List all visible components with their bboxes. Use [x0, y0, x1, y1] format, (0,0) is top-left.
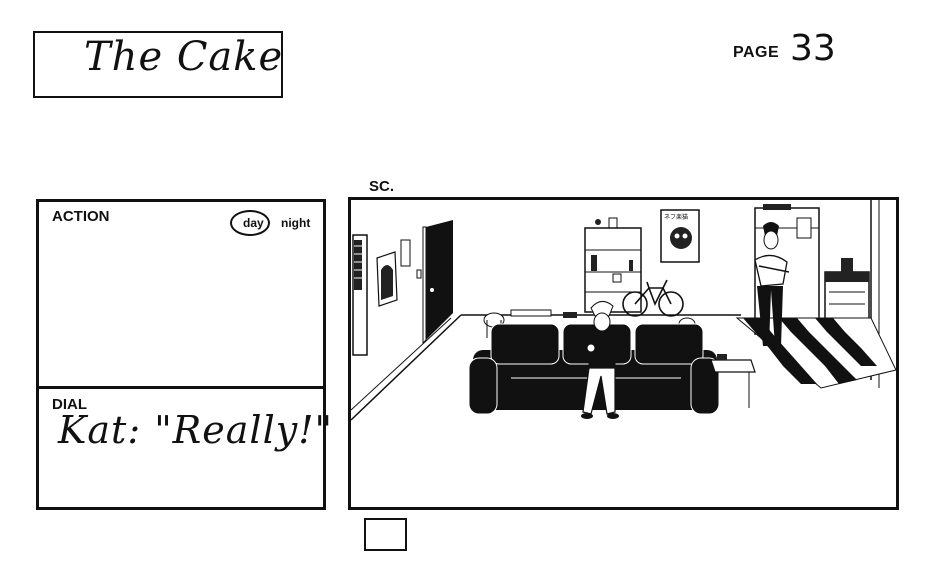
time-option-day: day — [243, 216, 264, 230]
time-option-night: night — [281, 216, 311, 230]
wall-poster-cat: ネフ楽猫 — [660, 209, 700, 263]
scene-illustration: ネフ楽猫 — [351, 200, 896, 421]
poster-text: ネフ楽猫 — [664, 213, 688, 221]
scene-frame: ネフ楽猫 — [348, 197, 899, 510]
bicycle — [622, 279, 684, 317]
standing-character — [754, 222, 790, 346]
shot-number-box — [364, 518, 407, 551]
storyboard-title: The Cake — [84, 34, 284, 80]
dialogue-label: DIAL — [52, 396, 87, 413]
bookshelf — [584, 217, 642, 313]
page-number: 33 — [790, 28, 836, 69]
wall-poster-left — [376, 251, 398, 307]
wall-frame-small — [400, 239, 411, 267]
page-label: PAGE — [733, 44, 780, 61]
title-box — [33, 31, 283, 98]
floor-clutter — [510, 309, 577, 318]
action-label: ACTION — [52, 208, 110, 225]
side-table — [710, 354, 756, 408]
scene-label: SC. — [369, 178, 395, 195]
day-selected-circle — [230, 210, 270, 236]
door — [416, 220, 453, 345]
window-blinds — [352, 234, 368, 356]
checkered-floor — [735, 317, 896, 389]
dialogue-box — [36, 386, 326, 510]
sitting-character-kat — [581, 301, 619, 419]
dialogue-text: Kat: "Really!" — [58, 408, 333, 452]
